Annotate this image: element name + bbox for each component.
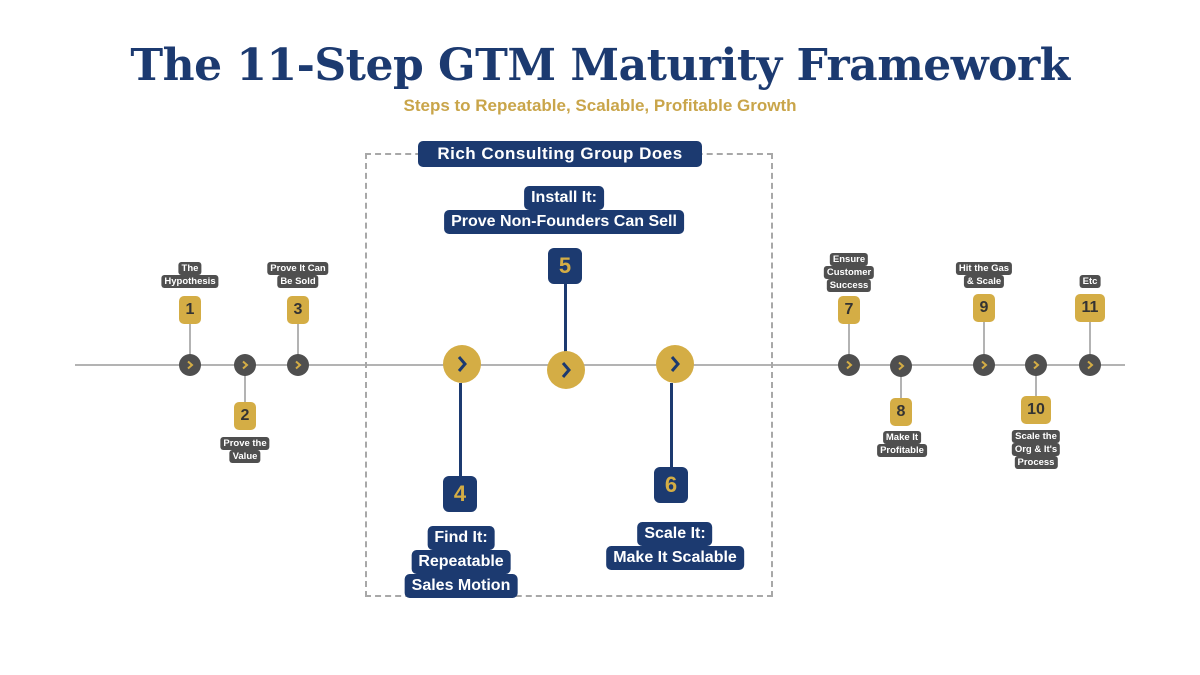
step-10-connector bbox=[1035, 366, 1037, 398]
step-9-label-line: Hit the Gas bbox=[955, 262, 1013, 275]
step-6-node[interactable] bbox=[656, 345, 694, 383]
step-4-label-line: Repeatable bbox=[411, 550, 511, 574]
step-1-node[interactable] bbox=[179, 354, 201, 376]
chevron-right-icon bbox=[242, 360, 249, 370]
step-1-number-badge: 1 bbox=[179, 296, 201, 324]
chevron-right-icon bbox=[981, 360, 988, 370]
step-6-number-badge: 6 bbox=[654, 467, 688, 503]
step-7-node[interactable] bbox=[838, 354, 860, 376]
step-2-connector bbox=[244, 366, 246, 402]
step-1-connector bbox=[189, 324, 191, 364]
step-4-label-line: Sales Motion bbox=[404, 574, 518, 598]
step-1-label-line: Hypothesis bbox=[161, 275, 219, 288]
chevron-right-icon bbox=[1033, 360, 1040, 370]
step-7-label-line: Ensure bbox=[829, 253, 869, 266]
step-3-connector bbox=[297, 324, 299, 364]
step-10-node[interactable] bbox=[1025, 354, 1047, 376]
step-2-node[interactable] bbox=[234, 354, 256, 376]
step-4-number-badge: 4 bbox=[443, 476, 477, 512]
step-5-label: Install It: Prove Non-Founders Can Sell bbox=[444, 186, 684, 234]
timeline-axis bbox=[75, 364, 1125, 366]
step-8-label-line: Make It bbox=[882, 431, 922, 444]
step-2-label-line: Prove the bbox=[220, 437, 270, 450]
step-9-label: Hit the Gas & Scale bbox=[955, 262, 1013, 288]
step-11-label: Etc bbox=[1079, 275, 1101, 288]
chevron-right-icon bbox=[846, 360, 853, 370]
step-11-connector bbox=[1089, 320, 1091, 364]
step-2-number-badge: 2 bbox=[234, 402, 256, 430]
step-3-node[interactable] bbox=[287, 354, 309, 376]
chevron-right-icon bbox=[295, 360, 302, 370]
step-11-number-badge: 11 bbox=[1075, 294, 1105, 322]
step-5-number-badge: 5 bbox=[548, 248, 582, 284]
step-8-node[interactable] bbox=[890, 355, 912, 377]
step-7-label-line: Success bbox=[826, 279, 872, 292]
chevron-right-icon bbox=[1087, 360, 1094, 370]
step-5-label-line: Install It: bbox=[524, 186, 604, 210]
step-4-label: Find It: Repeatable Sales Motion bbox=[404, 526, 518, 598]
step-3-label: Prove It Can Be Sold bbox=[267, 262, 329, 288]
step-5-label-line: Prove Non-Founders Can Sell bbox=[444, 210, 684, 234]
step-10-number-badge: 10 bbox=[1021, 396, 1051, 424]
step-2-label-line: Value bbox=[229, 450, 261, 463]
step-10-label-line: Org & It's bbox=[1011, 443, 1061, 456]
step-8-number-badge: 8 bbox=[890, 398, 912, 426]
step-11-label-line: Etc bbox=[1079, 275, 1101, 288]
step-6-label-line: Make It Scalable bbox=[606, 546, 744, 570]
step-1-label: The Hypothesis bbox=[161, 262, 219, 288]
step-10-label: Scale the Org & It's Process bbox=[1011, 430, 1061, 469]
step-5-node[interactable] bbox=[547, 351, 585, 389]
step-2-label: Prove the Value bbox=[220, 437, 270, 463]
step-5-connector bbox=[564, 284, 567, 354]
step-7-connector bbox=[848, 322, 850, 364]
chevron-right-icon bbox=[187, 360, 194, 370]
page-subtitle: Steps to Repeatable, Scalable, Profitabl… bbox=[403, 96, 797, 115]
step-4-label-line: Find It: bbox=[427, 526, 495, 550]
step-8-label: Make It Profitable bbox=[877, 431, 927, 457]
step-11-node[interactable] bbox=[1079, 354, 1101, 376]
step-1-label-line: The bbox=[178, 262, 202, 275]
step-6-label: Scale It: Make It Scalable bbox=[606, 522, 744, 570]
step-9-connector bbox=[983, 320, 985, 364]
chevron-right-icon bbox=[670, 356, 680, 372]
step-6-connector bbox=[670, 383, 673, 468]
step-3-number-badge: 3 bbox=[287, 296, 309, 324]
rich-consulting-label: Rich Consulting Group Does bbox=[418, 141, 702, 167]
step-8-connector bbox=[900, 366, 902, 400]
step-10-label-line: Scale the bbox=[1012, 430, 1060, 443]
step-9-number-badge: 9 bbox=[973, 294, 995, 322]
step-10-label-line: Process bbox=[1014, 456, 1058, 469]
step-3-label-line: Be Sold bbox=[277, 275, 319, 288]
chevron-right-icon bbox=[457, 356, 467, 372]
step-3-label-line: Prove It Can bbox=[267, 262, 329, 275]
step-7-number-badge: 7 bbox=[838, 296, 860, 324]
step-4-node[interactable] bbox=[443, 345, 481, 383]
step-8-label-line: Profitable bbox=[877, 444, 927, 457]
chevron-right-icon bbox=[898, 361, 905, 371]
step-6-label-line: Scale It: bbox=[637, 522, 713, 546]
page-title: The 11-Step GTM Maturity Framework bbox=[130, 40, 1070, 91]
chevron-right-icon bbox=[561, 362, 571, 378]
step-9-label-line: & Scale bbox=[963, 275, 1005, 288]
step-7-label-line: Customer bbox=[823, 266, 875, 279]
step-7-label: Ensure Customer Success bbox=[823, 253, 875, 292]
step-4-connector bbox=[459, 383, 462, 476]
step-9-node[interactable] bbox=[973, 354, 995, 376]
